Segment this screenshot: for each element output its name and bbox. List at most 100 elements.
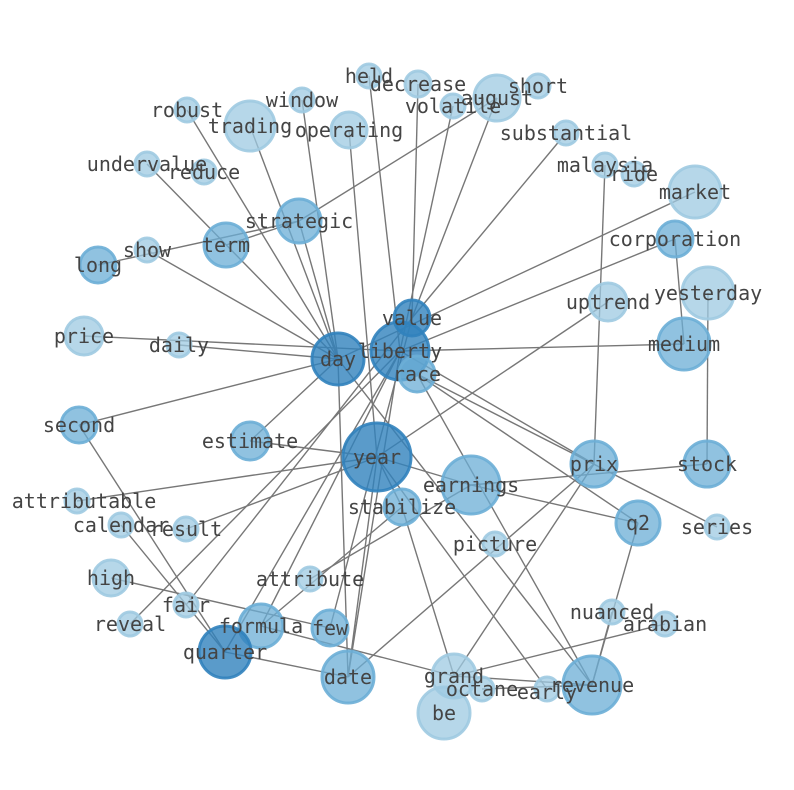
node-estimate bbox=[229, 420, 271, 462]
node-picture bbox=[481, 530, 509, 558]
node-label-result: result bbox=[150, 517, 222, 541]
node-reduce bbox=[190, 158, 218, 186]
node-robust bbox=[173, 96, 201, 124]
node-label-show: show bbox=[123, 238, 172, 262]
node-label-prix: prix bbox=[570, 452, 618, 476]
node-show bbox=[133, 236, 161, 264]
node-label-malaysia: malaysia bbox=[557, 153, 653, 177]
edge-quarter-liberty bbox=[224, 350, 401, 653]
edge-value-august bbox=[411, 97, 498, 319]
node-label-decrease: decrease bbox=[370, 72, 466, 96]
node-attributable bbox=[63, 487, 91, 515]
node-label-octane: octane bbox=[446, 677, 518, 701]
edge-year-uptrend bbox=[376, 301, 609, 458]
edge-race-series bbox=[416, 373, 718, 528]
edge-day-show bbox=[146, 249, 339, 360]
edge-liberty-held bbox=[368, 75, 401, 352]
node-be bbox=[416, 685, 472, 741]
node-prix bbox=[569, 439, 619, 489]
node-label-earnings: earnings bbox=[423, 473, 519, 497]
node-label-attributable: attributable bbox=[12, 489, 157, 513]
node-label-liberty: liberty bbox=[358, 339, 442, 363]
node-label-early: early bbox=[517, 680, 577, 704]
node-corporation bbox=[655, 219, 695, 259]
edge-day-robust bbox=[186, 109, 339, 360]
node-q2 bbox=[614, 499, 662, 547]
node-reveal bbox=[116, 610, 144, 638]
node-held bbox=[355, 62, 383, 90]
edge-liberty-formula bbox=[260, 350, 401, 627]
node-label-revenue: revenue bbox=[550, 673, 634, 697]
node-label-fair: fair bbox=[162, 593, 210, 617]
edge-formula-stabilize bbox=[260, 506, 403, 627]
node-revenue bbox=[561, 654, 623, 716]
node-window bbox=[288, 86, 316, 114]
edge-year-date bbox=[347, 456, 378, 678]
edge-prix-grand bbox=[453, 463, 595, 677]
edge-high-few bbox=[110, 577, 331, 629]
edge-value-substantial bbox=[411, 132, 567, 319]
edge-liberty-date bbox=[347, 350, 401, 678]
node-label-window: window bbox=[266, 88, 339, 112]
node-label-strategic: strategic bbox=[245, 209, 353, 233]
node-label-operating: operating bbox=[295, 118, 403, 142]
node-fair bbox=[172, 591, 200, 619]
node-label-nuanced: nuanced bbox=[570, 600, 654, 624]
node-earnings bbox=[440, 454, 502, 516]
edge-day-second bbox=[78, 358, 339, 426]
edge-value-decrease bbox=[411, 83, 419, 319]
node-market bbox=[667, 164, 723, 220]
node-trading bbox=[223, 99, 277, 153]
node-label-estimate: estimate bbox=[202, 429, 298, 453]
node-calendar bbox=[107, 511, 135, 539]
node-price bbox=[63, 315, 105, 357]
node-label-attribute: attribute bbox=[256, 567, 364, 591]
edge-stabilize-grand bbox=[401, 506, 455, 677]
node-formula bbox=[237, 602, 285, 650]
node-early bbox=[533, 675, 561, 703]
node-label-daily: daily bbox=[149, 333, 209, 357]
node-label-date: date bbox=[324, 665, 372, 689]
node-label-few: few bbox=[312, 616, 349, 640]
edge-earnings-attribute bbox=[309, 484, 472, 580]
node-year bbox=[341, 421, 413, 493]
node-august bbox=[472, 73, 522, 123]
node-date bbox=[320, 649, 376, 705]
node-label-grand: grand bbox=[424, 664, 484, 688]
node-label-price: price bbox=[54, 324, 114, 348]
node-label-volatile: volatile bbox=[405, 94, 501, 118]
edge-prix-date bbox=[347, 463, 595, 678]
node-stabilize bbox=[382, 487, 422, 527]
edge-year-attributable bbox=[76, 456, 378, 502]
node-high bbox=[91, 558, 131, 598]
node-label-held: held bbox=[345, 64, 393, 88]
edge-second-quarter bbox=[78, 424, 226, 653]
node-operating bbox=[329, 110, 369, 150]
node-substantial bbox=[552, 119, 580, 147]
edge-stock-yesterday bbox=[706, 292, 709, 465]
node-attribute bbox=[296, 565, 324, 593]
node-label-picture: picture bbox=[453, 532, 537, 556]
edge-race-revenue bbox=[416, 373, 593, 686]
edge-year-operating bbox=[348, 129, 378, 458]
node-label-substantial: substantial bbox=[500, 121, 632, 145]
node-label-reduce: reduce bbox=[168, 160, 240, 184]
node-octane bbox=[468, 675, 496, 703]
node-uptrend bbox=[587, 281, 629, 323]
node-quarter bbox=[197, 624, 253, 680]
node-label-robust: robust bbox=[151, 98, 223, 122]
node-strategic bbox=[275, 197, 323, 245]
node-term bbox=[202, 221, 250, 269]
node-label-ride: ride bbox=[610, 162, 658, 186]
node-malaysia bbox=[591, 151, 619, 179]
node-few bbox=[310, 608, 350, 648]
node-label-calendar: calendar bbox=[73, 513, 169, 537]
node-label-formula: formula bbox=[219, 614, 303, 638]
edge-grand-arabian bbox=[453, 623, 666, 677]
node-label-term: term bbox=[202, 233, 250, 257]
node-label-undervalue: undervalue bbox=[87, 152, 207, 176]
node-label-q2: q2 bbox=[626, 511, 650, 535]
node-second bbox=[59, 405, 99, 445]
